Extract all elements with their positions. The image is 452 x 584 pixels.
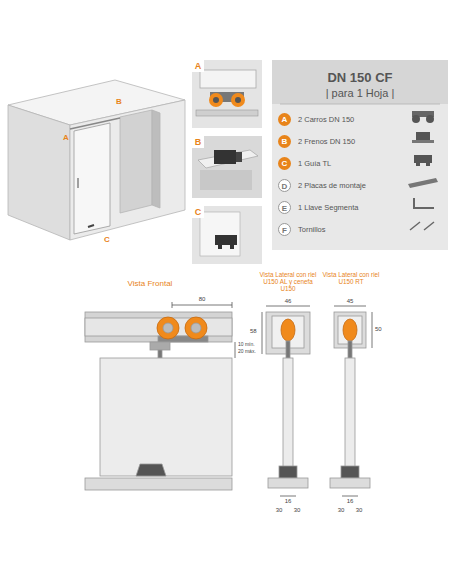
dimension: 30: [352, 507, 366, 514]
item-letter: B: [278, 135, 291, 148]
dimension: 50: [375, 326, 389, 333]
dimension: 80: [195, 296, 209, 303]
view-title: Vista Lateral con riel U150 RT: [322, 272, 380, 286]
item-letter: A: [278, 113, 291, 126]
kit-panel: DN 150 CF| para 1 Hoja | A 2 Carros DN 150…: [272, 60, 448, 250]
dimension: 46: [281, 298, 295, 305]
item-row: E 1 Llave Segmenta: [278, 198, 442, 218]
detail-panel: B: [192, 136, 262, 198]
item-row: A 2 Carros DN 150: [278, 110, 442, 130]
item-row: D 2 Placas de montaje: [278, 176, 442, 196]
detail-pictures: [192, 60, 448, 264]
item-text: Tornillos: [298, 225, 326, 234]
detail-panel: A: [192, 60, 262, 128]
item-text: 1 Llave Segmenta: [298, 203, 358, 212]
view-title: Vista Lateral con riel U150 AL y cenefa …: [256, 272, 320, 293]
item-letter: E: [278, 201, 291, 214]
cabinet-drawing: [8, 80, 185, 240]
side-view-al: [262, 306, 310, 496]
item-row: C 1 Guía TL: [278, 154, 442, 174]
dimension: 45: [343, 298, 357, 305]
item-letter: D: [278, 179, 291, 192]
dimension: 20 máx.: [238, 349, 268, 355]
kit-subtitle: | para 1 Hoja |: [272, 85, 448, 99]
dimension: 16: [281, 498, 295, 505]
item-text: 2 Frenos DN 150: [298, 137, 355, 146]
view-title: Vista Frontal: [105, 280, 195, 289]
dimension: 30: [290, 507, 304, 514]
callout-letter: C: [104, 236, 114, 245]
item-letter: C: [278, 157, 291, 170]
dimension: 58: [250, 328, 262, 335]
detail-letter: B: [192, 136, 204, 148]
dimension: 10 mín.: [238, 342, 268, 348]
detail-letter: A: [192, 60, 204, 72]
callout-letter: A: [63, 134, 73, 143]
item-icons: [408, 111, 438, 230]
detail-panel: C: [192, 206, 262, 264]
dimension: 30: [272, 507, 286, 514]
detail-letter: C: [192, 206, 204, 218]
side-view-rt: [330, 306, 372, 496]
item-text: 2 Carros DN 150: [298, 115, 354, 124]
kit-title: DN 150 CF: [272, 60, 448, 85]
item-text: 2 Placas de montaje: [298, 181, 366, 190]
dimension: 30: [334, 507, 348, 514]
front-view: [85, 302, 235, 490]
item-row: F Tornillos: [278, 220, 442, 240]
item-row: B 2 Frenos DN 150: [278, 132, 442, 152]
item-letter: F: [278, 223, 291, 236]
callout-letter: B: [116, 98, 126, 107]
dimension: 16: [343, 498, 357, 505]
item-text: 1 Guía TL: [298, 159, 331, 168]
